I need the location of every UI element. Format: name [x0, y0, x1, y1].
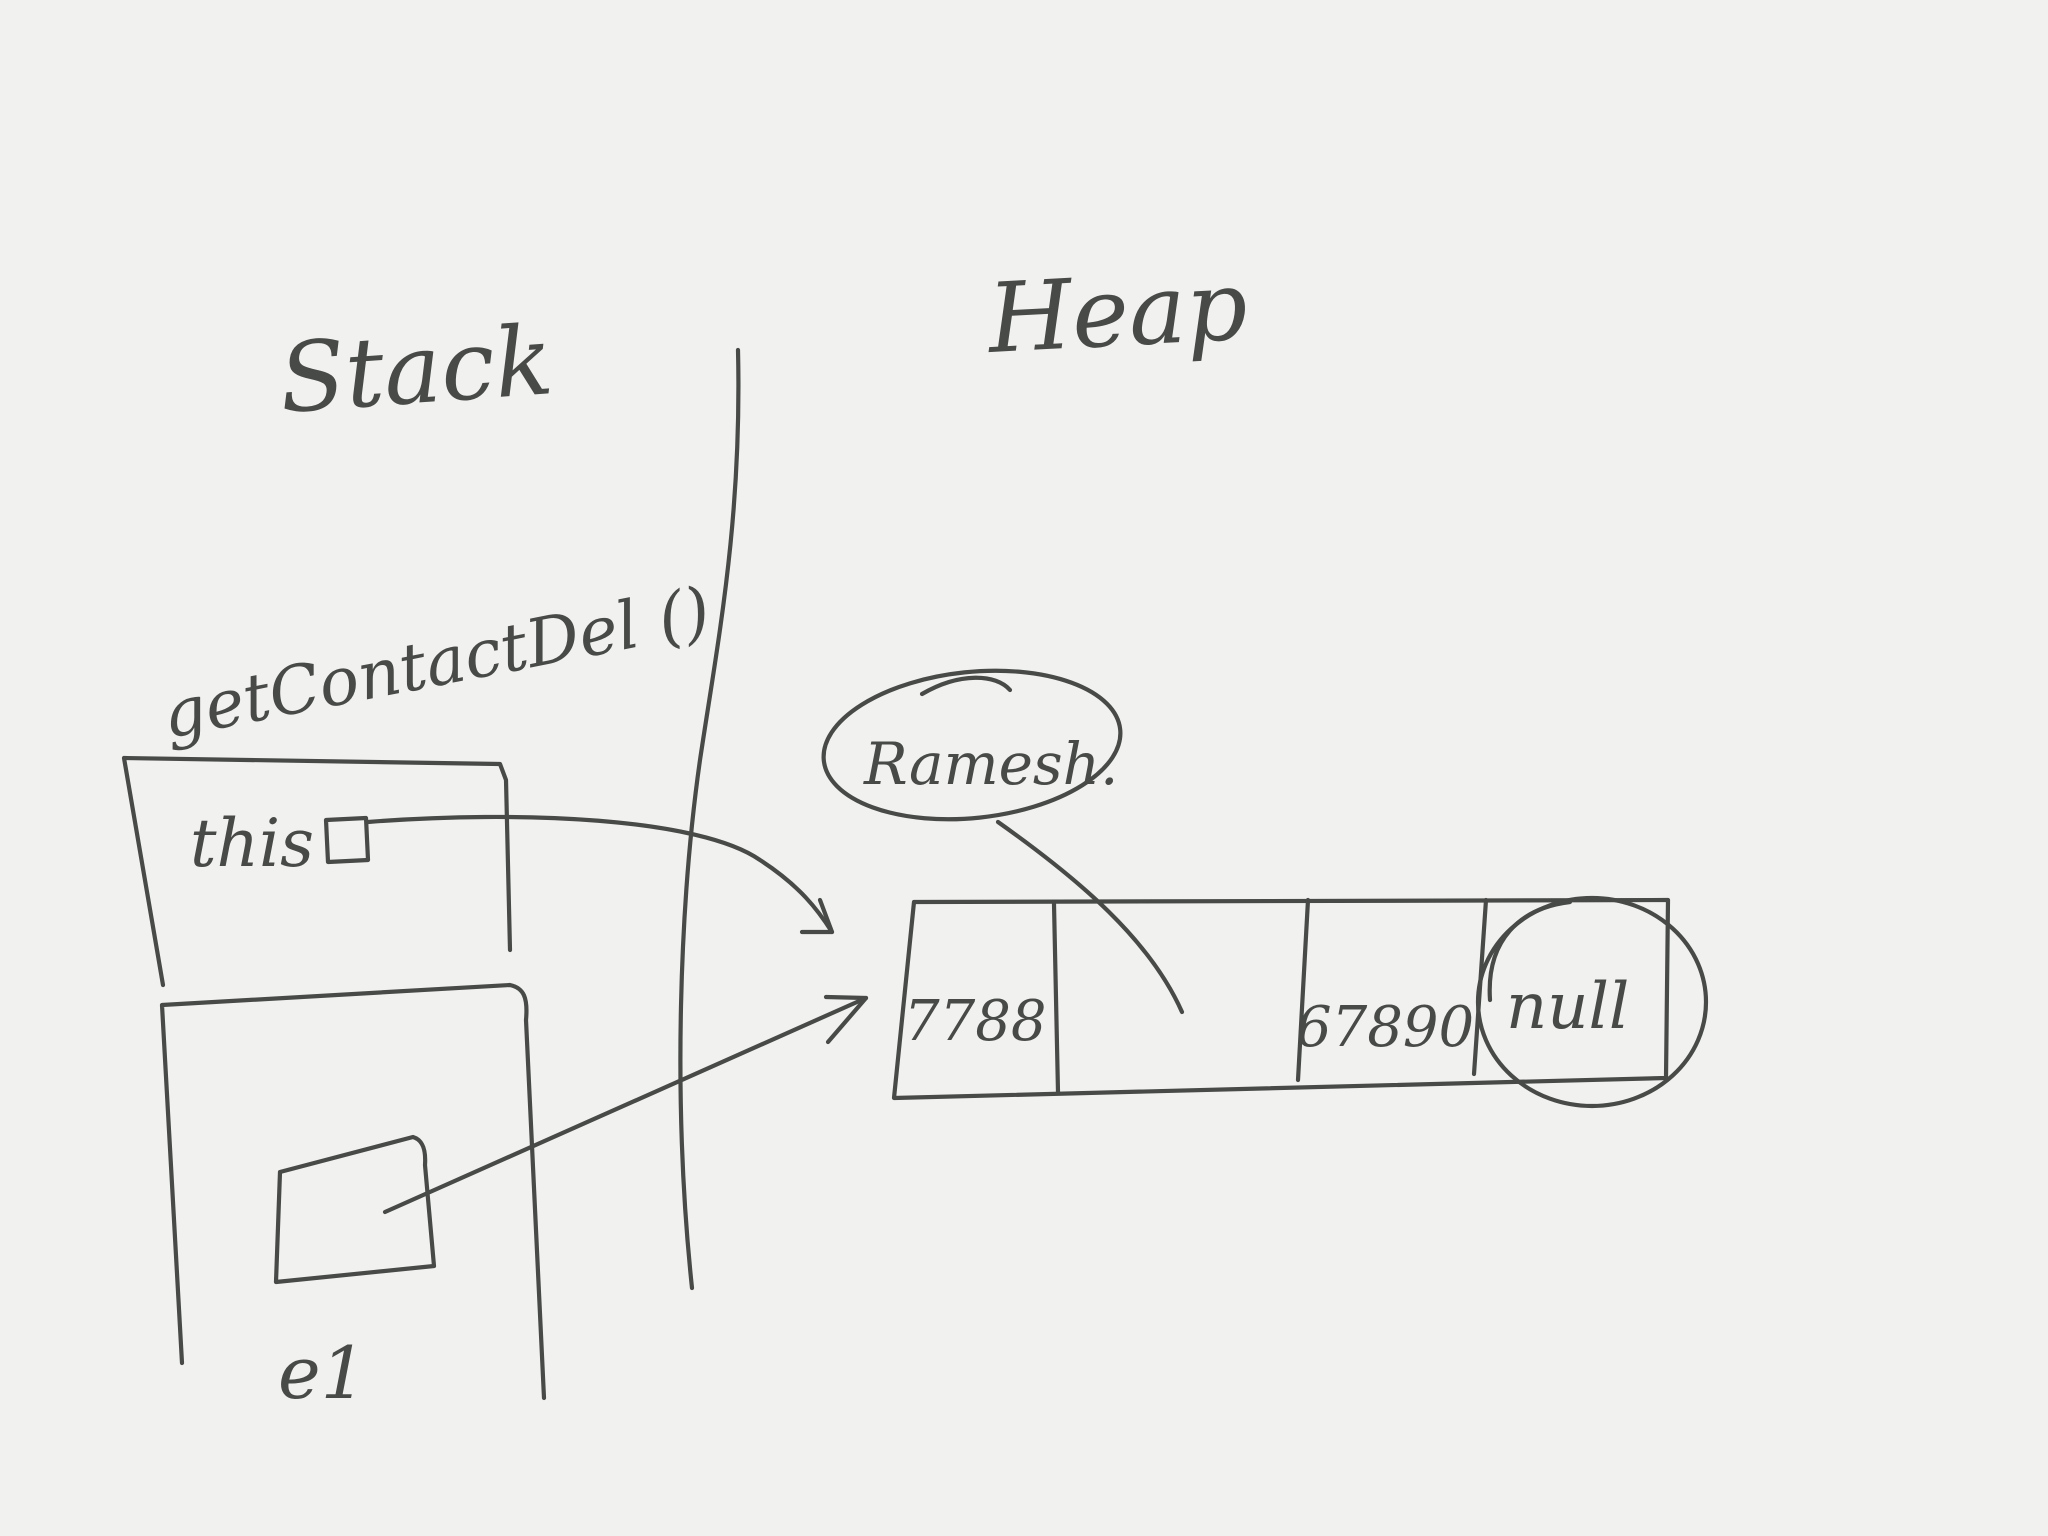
null-highlight-stroke: [1487, 899, 1573, 1003]
cell-divider-1: [1051, 901, 1061, 1095]
this-arrowhead: [799, 897, 835, 935]
string-object-ellipse: [821, 668, 1123, 822]
string-reference-line: [995, 819, 1185, 1015]
string-object-value: Ramesh.: [863, 730, 1118, 798]
heap-cell-1: 7788: [904, 989, 1047, 1054]
this-reference-arrow: [365, 814, 835, 935]
e1-arrowhead: [823, 994, 869, 1045]
cell-divider-2: [1295, 897, 1311, 1083]
stack-heap-divider: [678, 347, 741, 1291]
heap-cell-4: null: [1506, 970, 1629, 1044]
string-object-tick: [919, 675, 1013, 697]
heap-cell-3: 67890: [1296, 995, 1474, 1060]
this-frame: [121, 755, 513, 988]
this-reference-box: [323, 815, 371, 865]
heap-object-box: [891, 897, 1671, 1101]
null-highlight-circle: [1475, 895, 1709, 1109]
method-call-label: getContactDel (): [156, 572, 716, 754]
e1-frame: [159, 982, 547, 1401]
e1-reference-box: [273, 1134, 437, 1285]
this-label: this: [190, 805, 314, 882]
stack-title: Stack: [276, 304, 557, 435]
e1-reference-arrow: [382, 995, 869, 1215]
heap-title: Heap: [983, 250, 1250, 376]
e1-label: e1: [278, 1331, 366, 1415]
